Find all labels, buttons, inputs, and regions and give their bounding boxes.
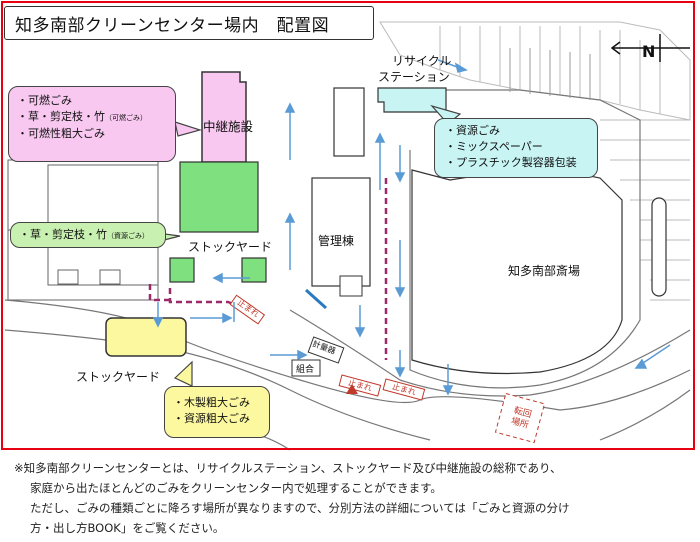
admin-building bbox=[311, 177, 371, 287]
flow-arrows bbox=[152, 59, 671, 396]
footnote-line-3: ただし、ごみの種類ごとに降ろす場所が異なりますので、分別方法の詳細については「ご… bbox=[30, 501, 570, 515]
yellow-item-1: ・木製粗大ごみ bbox=[173, 396, 250, 409]
recycle-station-label-2: ステーション bbox=[378, 70, 450, 84]
pink-bubble-tail bbox=[174, 121, 203, 137]
stockyard-lower-label: ストックヤード bbox=[76, 370, 161, 384]
yellow-bubble-tail bbox=[173, 360, 193, 387]
site-map: 知多南部クリーンセンター場内 配置図 N ・可燃ごみ ・草・剪定枝・竹（可燃ごみ… bbox=[1, 1, 695, 451]
pink-item-3: ・可燃性粗大ごみ bbox=[17, 127, 105, 140]
weighing-box bbox=[307, 336, 345, 364]
blue-item-3: ・プラスチック製容器包装 bbox=[445, 156, 577, 169]
green-item-1-text: ・草・剪定枝・竹 bbox=[19, 228, 107, 241]
stockyard-green-main bbox=[179, 161, 259, 233]
pink-bubble: ・可燃ごみ ・草・剪定枝・竹（可燃ごみ） ・可燃性粗大ごみ bbox=[8, 86, 176, 162]
signal-marker bbox=[346, 384, 358, 394]
crematorium-annex bbox=[651, 197, 667, 297]
footnote-line-4: 方・出し方BOOK」をご覧ください。 bbox=[30, 521, 225, 535]
pink-item-1: ・可燃ごみ bbox=[17, 94, 72, 107]
yellow-bubble: ・木製粗大ごみ ・資源粗大ごみ bbox=[164, 386, 270, 438]
north-arrow-icon bbox=[610, 34, 690, 62]
slope-hatching bbox=[379, 21, 691, 121]
green-bubble: ・草・剪定枝・竹（資源ごみ） bbox=[10, 222, 166, 248]
footnote: ※知多南部クリーンセンターとは、リサイクルステーション、ストックヤード及び中継施… bbox=[14, 458, 694, 538]
yellow-item-2: ・資源粗大ごみ bbox=[173, 412, 250, 425]
north-label: N bbox=[642, 42, 656, 61]
kumiai-label: 組合 bbox=[296, 365, 315, 375]
blue-bubble: ・資源ごみ ・ミックスペーパー ・プラスチック製容器包装 bbox=[434, 118, 598, 178]
recycle-station-label-1: リサイクル bbox=[392, 54, 452, 68]
recycle-station-building bbox=[377, 87, 447, 113]
kumiai-box bbox=[291, 359, 321, 377]
gate-bar bbox=[304, 288, 328, 310]
stockyard-upper-label: ストックヤード bbox=[188, 240, 273, 254]
parking-lines bbox=[509, 48, 591, 100]
admin-label: 管理棟 bbox=[318, 234, 355, 248]
green-item-1: ・草・剪定枝・竹（資源ごみ） bbox=[19, 227, 157, 244]
crematorium-label: 知多南部斎場 bbox=[508, 264, 581, 278]
pink-item-2-text: ・草・剪定枝・竹 bbox=[17, 110, 105, 123]
building-north bbox=[333, 87, 365, 157]
pink-item-2-note: （可燃ごみ） bbox=[105, 114, 147, 122]
blue-item-1: ・資源ごみ bbox=[445, 124, 500, 137]
admin-annex bbox=[339, 275, 363, 297]
page-title: 知多南部クリーンセンター場内 配置図 bbox=[4, 6, 374, 40]
footnote-line-1: ※知多南部クリーンセンターとは、リサイクルステーション、ストックヤード及び中継施… bbox=[14, 461, 562, 475]
stockyard-green-small-1 bbox=[169, 257, 195, 283]
stop-markers bbox=[229, 294, 426, 401]
footnote-line-2: 家庭から出たほとんどのごみをクリーンセンター内で処理することができます。 bbox=[30, 481, 442, 495]
pink-item-2: ・草・剪定枝・竹（可燃ごみ） bbox=[17, 109, 167, 126]
blue-item-2: ・ミックスペーパー bbox=[445, 140, 543, 153]
stockyard-yellow bbox=[105, 317, 187, 357]
green-item-1-note: （資源ごみ） bbox=[107, 232, 149, 240]
relay-facility-label: 中継施設 bbox=[203, 119, 254, 134]
turn-area-box bbox=[494, 392, 546, 444]
